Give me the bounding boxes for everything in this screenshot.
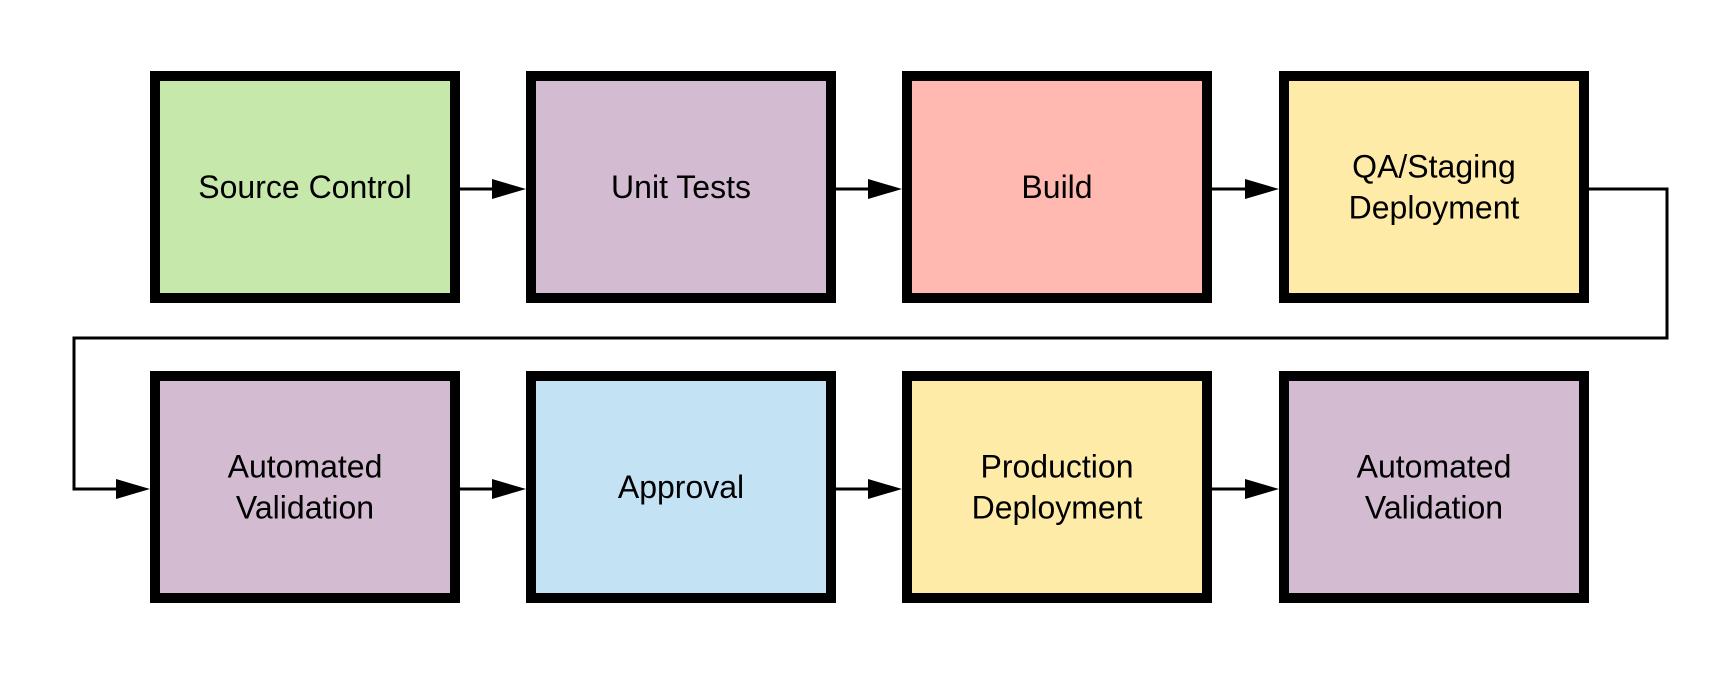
step-box — [902, 371, 1212, 603]
step-box — [1279, 371, 1589, 603]
connector-line — [72, 187, 1669, 491]
step-box — [902, 71, 1212, 303]
step-label: Build — [1021, 169, 1092, 205]
arrow-1-to-2 — [836, 179, 902, 199]
connectors — [72, 179, 1669, 499]
arrow-5-to-6 — [836, 479, 902, 499]
arrowhead — [492, 179, 526, 199]
step-label: Deployment — [972, 490, 1143, 526]
arrowhead — [1245, 479, 1279, 499]
arrowhead — [492, 479, 526, 499]
arrowhead — [116, 479, 150, 499]
step-box — [526, 371, 836, 603]
step-label: Validation — [1365, 490, 1503, 526]
step-box — [526, 71, 836, 303]
step-approval: Approval — [526, 371, 836, 603]
arrowhead — [868, 179, 902, 199]
arrow-6-to-7 — [1212, 479, 1279, 499]
step-label: Unit Tests — [611, 169, 751, 205]
step-label: QA/Staging — [1352, 149, 1516, 185]
step-label: Automated — [1357, 449, 1512, 485]
step-label: Source Control — [198, 169, 411, 205]
arrow-4-to-5 — [460, 479, 526, 499]
step-label: Production — [981, 449, 1134, 485]
pipeline-steps: Source Control Unit Tests Build QA/StagingD… — [150, 71, 1589, 603]
step-box — [150, 371, 460, 603]
step-label: Validation — [236, 490, 374, 526]
step-label: Approval — [618, 469, 744, 505]
step-unit-tests: Unit Tests — [526, 71, 836, 303]
arrow-2-to-3 — [1212, 179, 1279, 199]
step-source-control: Source Control — [150, 71, 460, 303]
step-box — [150, 71, 460, 303]
step-label: Automated — [228, 449, 383, 485]
arrowhead — [868, 479, 902, 499]
step-label: Deployment — [1349, 190, 1520, 226]
step-build: Build — [902, 71, 1212, 303]
arrow-0-to-1 — [460, 179, 526, 199]
arrow-3-to-4 — [72, 187, 1669, 499]
arrowhead — [1245, 179, 1279, 199]
step-box — [1279, 71, 1589, 303]
